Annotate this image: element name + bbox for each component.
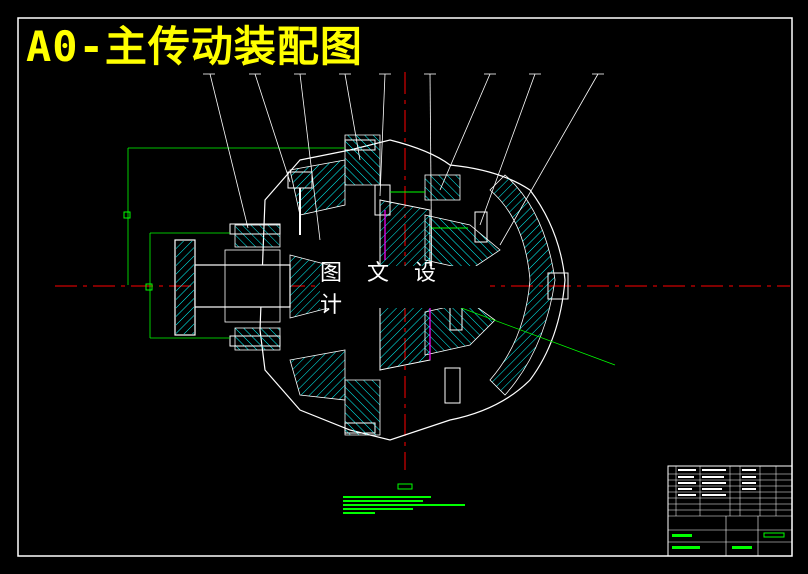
leader-7: [439, 73, 491, 191]
leader-9: [499, 73, 599, 246]
leader-3: [299, 73, 321, 241]
bearing-lower: [234, 327, 281, 351]
drawing-title: A0-主传动装配图: [26, 22, 363, 71]
parts-list-grid: [668, 466, 792, 517]
leader-2: [254, 73, 291, 183]
title-block: [667, 465, 793, 557]
housing-section-bottom: [289, 349, 346, 401]
dim-text-outer: [123, 211, 131, 219]
bolt-flange-top: [344, 139, 376, 151]
flange-lower: [344, 379, 381, 436]
notes-heading: [397, 483, 413, 490]
housing-cover-right: [489, 174, 556, 396]
notes-line-3: [343, 504, 465, 506]
housing-outline: [259, 139, 566, 441]
leader-5: [379, 73, 386, 197]
bolt-gear-1: [474, 211, 488, 243]
notes-line-4: [343, 508, 413, 510]
bolt-right: [547, 272, 569, 300]
bearing-upper: [234, 224, 281, 248]
leader-8: [479, 73, 536, 226]
leader-6: [429, 73, 433, 301]
bolt-flange-bottom: [344, 422, 376, 434]
dim-diagonal: [439, 299, 616, 366]
ring-gear-upper: [424, 214, 501, 271]
notes-line-2: [343, 500, 423, 502]
input-flange-hatch: [176, 241, 194, 334]
drawing-frame: [17, 17, 793, 557]
notes-line-5: [343, 512, 375, 514]
part-leaders: [203, 73, 604, 301]
title-block-cells: [668, 516, 792, 556]
bolt-gear-4: [374, 184, 391, 216]
notes-line-1: [343, 496, 431, 498]
dim-text-inner: [145, 283, 153, 291]
housing-section-top: [289, 159, 346, 216]
bolt-left-lower: [229, 335, 281, 347]
technical-notes-block: [343, 483, 465, 514]
watermark-text: 图 文 设 计: [320, 261, 490, 318]
leader-1: [209, 73, 249, 229]
bolt-gear-3: [444, 367, 461, 404]
input-shaft: [194, 264, 291, 308]
title-block-green-text: [672, 532, 785, 549]
bolt-left-upper: [229, 223, 281, 235]
assembly-view: [55, 72, 790, 470]
bolt-gear-5: [424, 174, 461, 201]
leader-4: [344, 73, 361, 161]
title-block-white-text: [678, 469, 756, 496]
shaft-hub: [224, 249, 281, 323]
